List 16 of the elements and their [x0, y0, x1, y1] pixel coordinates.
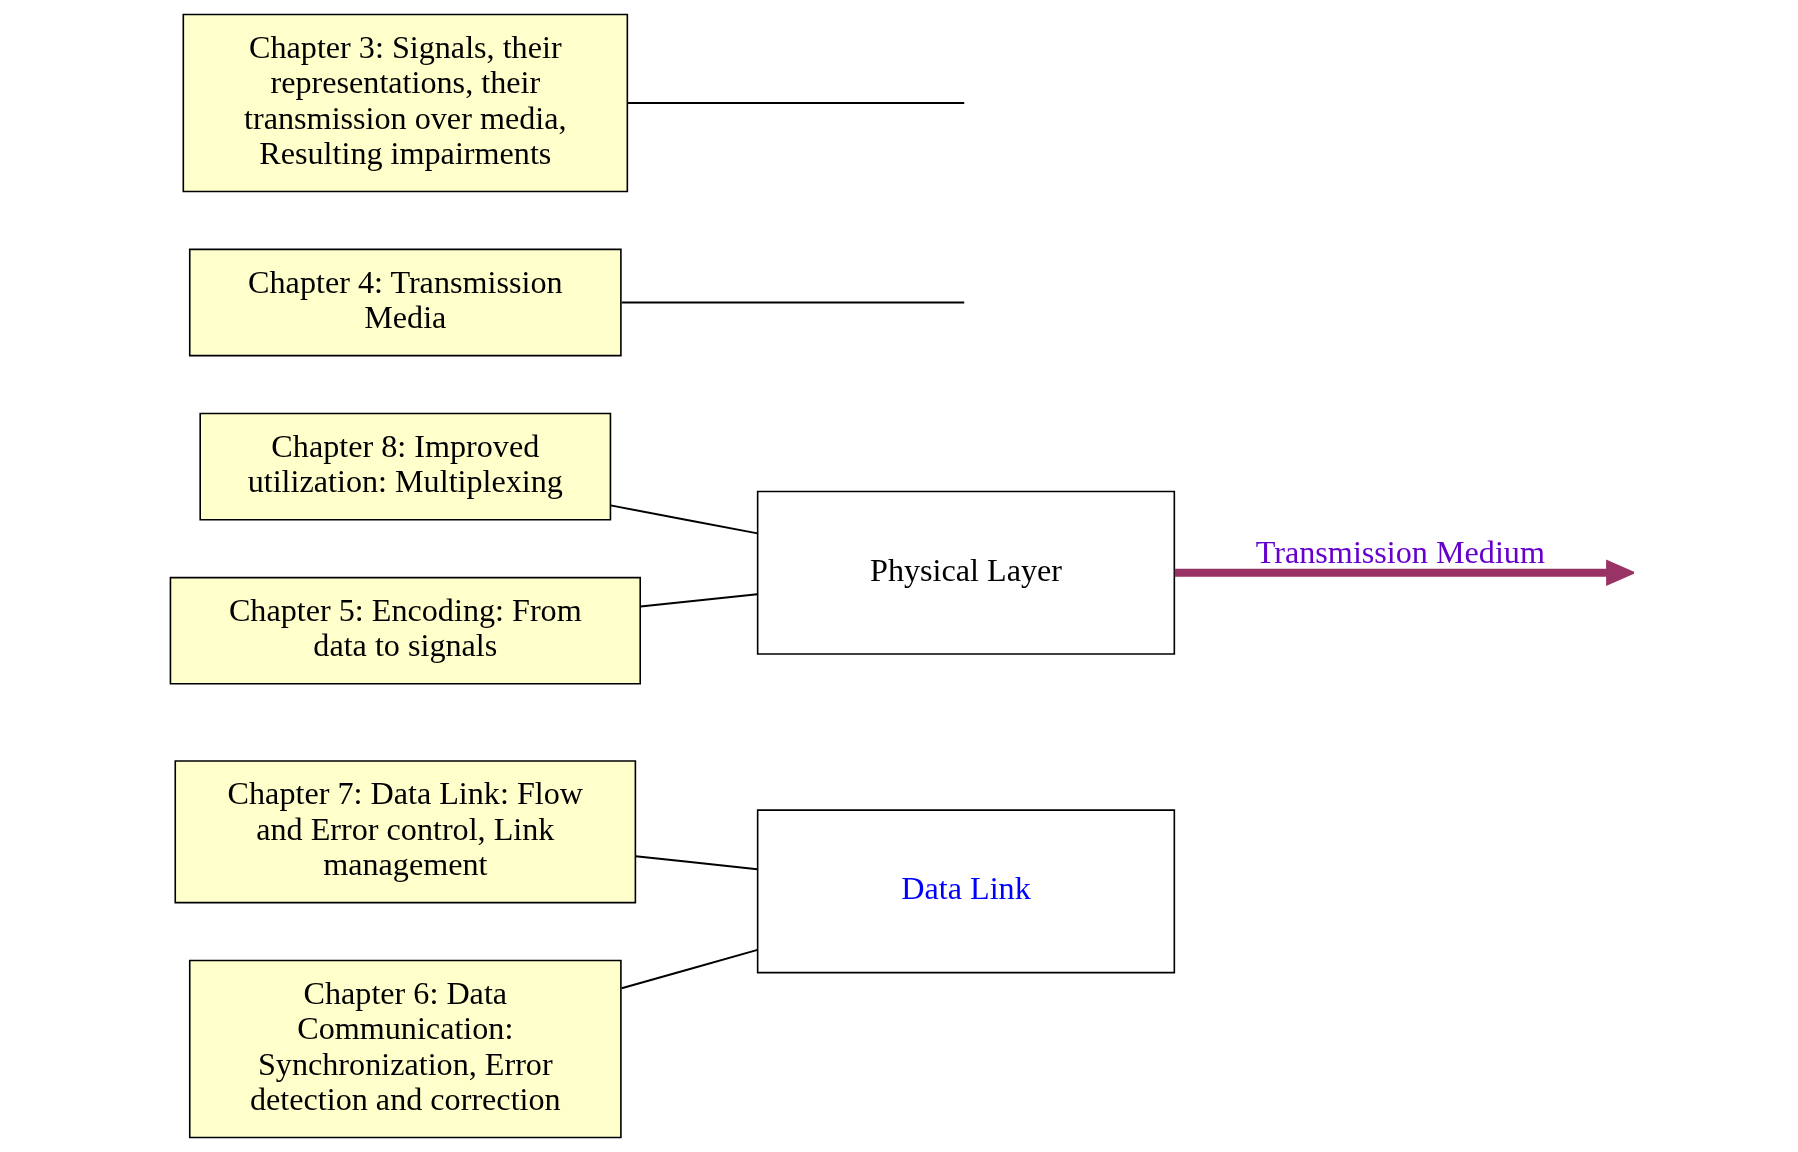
connector [620, 948, 759, 990]
connector [627, 102, 966, 104]
node-box: Chapter 8: Improved utilization: Multiplexing [199, 412, 612, 521]
edge-label: Transmission Medium [1255, 534, 1545, 571]
node-box: Data Link [756, 809, 1176, 974]
arrow [1174, 559, 1634, 586]
node-box: Physical Layer [756, 490, 1176, 655]
connector [609, 504, 759, 535]
node-box: Chapter 6: Data Communication: Synchronization, Error detection and correction [188, 959, 622, 1139]
node-box: Chapter 5: Encoding: From data to signals [169, 576, 641, 685]
connector [634, 855, 759, 871]
connector [620, 301, 966, 304]
node-box: Chapter 7: Data Link: Flow and Error control, Link management [174, 760, 637, 904]
node-box: Chapter 3: Signals, their representations, their transmission over media, Resulting impairments [182, 13, 629, 193]
connector [639, 593, 759, 608]
node-box: Chapter 4: Transmission Media [188, 248, 622, 357]
